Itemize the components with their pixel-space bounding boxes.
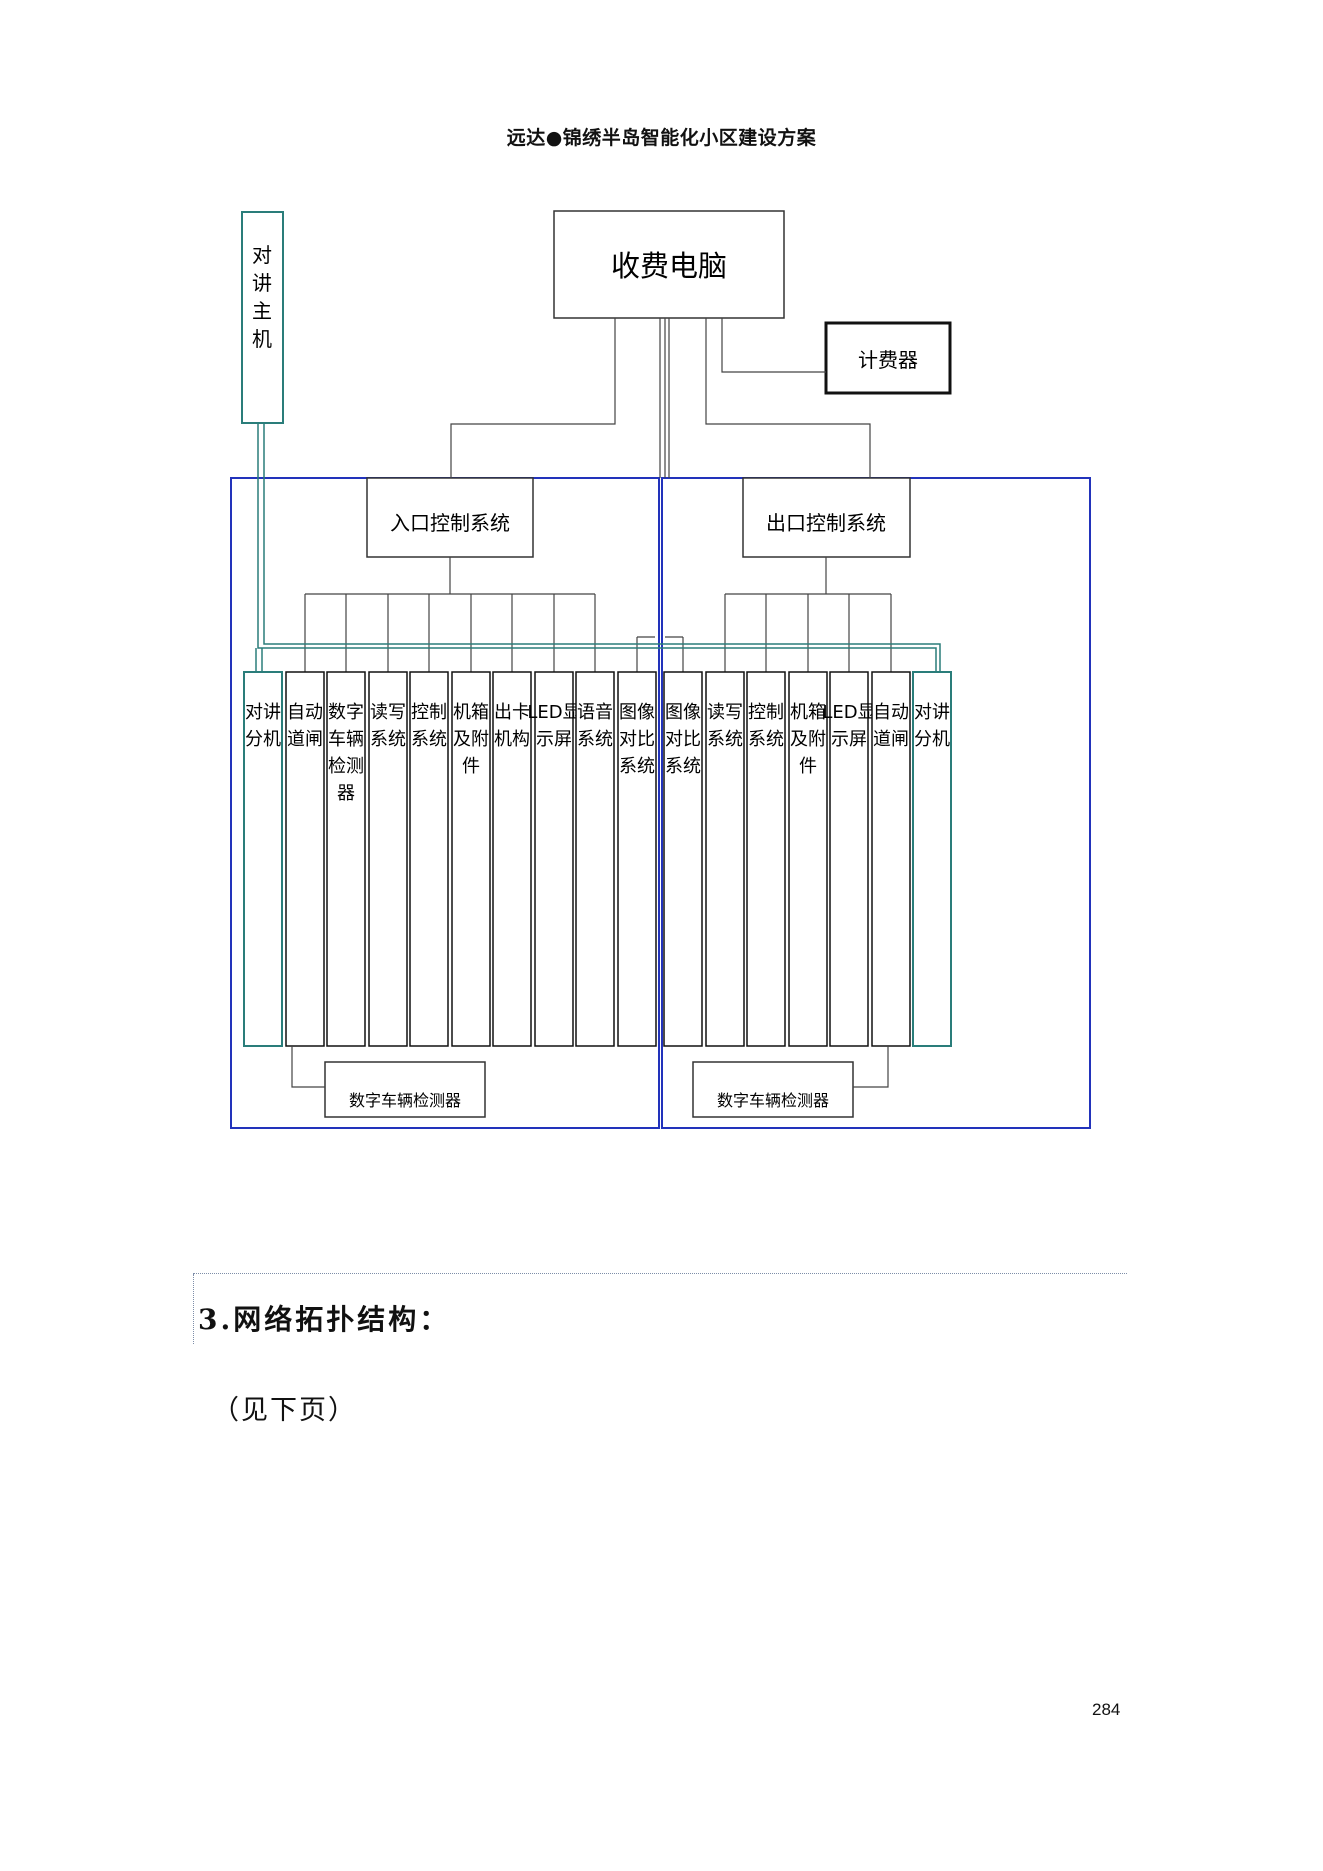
entry-module-label-1: 自动道闸 (287, 702, 323, 750)
exit-module-label-6: 对讲分机 (914, 702, 950, 750)
section-divider (193, 1273, 1127, 1274)
entry-control-box (366, 477, 534, 558)
entry-module-label-0: 对讲分机 (245, 702, 281, 750)
intercom-master-box (241, 211, 284, 424)
exit-detector-box (692, 1061, 854, 1118)
entry-control-label: 入口控制系统 (390, 511, 510, 535)
entry-module-8: 语音系统 (575, 671, 615, 1047)
exit-module-label-3: 机箱及附件 (790, 702, 826, 777)
entry-module-label-8: 语音系统 (577, 702, 613, 750)
entry-module-label-5: 机箱及附件 (453, 702, 489, 777)
entry-module-6: 出卡机构 (492, 671, 532, 1047)
exit-module-0: 图像对比系统 (663, 671, 703, 1047)
entry-module-label-4: 控制系统 (411, 702, 447, 750)
entry-detector-line (291, 1046, 325, 1088)
intercom-master-label: 对讲主机 (252, 243, 272, 351)
exit-module-label-4: LED显示屏 (822, 702, 875, 750)
exit-module-label-2: 控制系统 (748, 702, 784, 750)
exit-module-label-0: 图像对比系统 (665, 702, 701, 777)
main-pc-box (553, 210, 785, 319)
entry-module-label-9: 图像对比系统 (619, 702, 655, 777)
pc-connector-lines (450, 318, 871, 478)
exit-module-2: 控制系统 (746, 671, 786, 1047)
meter-label: 计费器 (858, 348, 918, 372)
entry-module-1: 自动道闸 (285, 671, 325, 1047)
module-bus-lines (304, 557, 892, 672)
exit-control-label: 出口控制系统 (766, 511, 886, 535)
entry-module-label-2: 数字车辆检测器 (328, 702, 364, 804)
exit-detector-line (853, 1046, 889, 1088)
entry-module-label-6: 出卡机构 (494, 702, 530, 750)
exit-module-label-1: 读写系统 (707, 702, 743, 750)
exit-control-box (742, 477, 911, 558)
page-number: 284 (1092, 1700, 1121, 1719)
entry-detector-box (324, 1061, 486, 1118)
exit-module-label-5: 自动道闸 (873, 702, 909, 750)
exit-module-3: 机箱及附件 (788, 671, 828, 1047)
meter-box (824, 321, 952, 395)
section-heading: 3.网络拓扑结构： (198, 1303, 451, 1336)
parking-system-diagram: 收费电脑 计费器 对讲主机 入口控制系统 出口控制系统 对讲分机自动道闸数字车辆… (230, 210, 1091, 1129)
entry-module-label-7: LED显示屏 (527, 702, 580, 750)
entry-module-label-3: 读写系统 (370, 702, 406, 750)
entry-module-3: 读写系统 (368, 671, 408, 1047)
section-note: （见下页） (212, 1395, 357, 1426)
entry-module-9: 图像对比系统 (617, 671, 657, 1047)
entry-module-0: 对讲分机 (243, 671, 283, 1047)
document-header: 远达●锦绣半岛智能化小区建设方案 (506, 127, 817, 149)
entry-module-4: 控制系统 (409, 671, 449, 1047)
entry-module-5: 机箱及附件 (451, 671, 491, 1047)
intercom-wiring (255, 423, 941, 672)
entry-module-7: LED显示屏 (527, 671, 581, 1047)
exit-module-1: 读写系统 (705, 671, 745, 1047)
exit-module-6: 对讲分机 (912, 671, 952, 1047)
section-margin-mark (193, 1274, 194, 1344)
exit-module-4: LED显示屏 (822, 671, 876, 1047)
entry-module-2: 数字车辆检测器 (326, 671, 366, 1047)
module-boxes: 对讲分机自动道闸数字车辆检测器读写系统控制系统机箱及附件出卡机构LED显示屏语音… (243, 671, 952, 1047)
main-pc-label: 收费电脑 (611, 249, 727, 283)
exit-module-5: 自动道闸 (871, 671, 911, 1047)
entry-detector-label: 数字车辆检测器 (349, 1091, 461, 1110)
exit-detector-label: 数字车辆检测器 (717, 1091, 829, 1110)
